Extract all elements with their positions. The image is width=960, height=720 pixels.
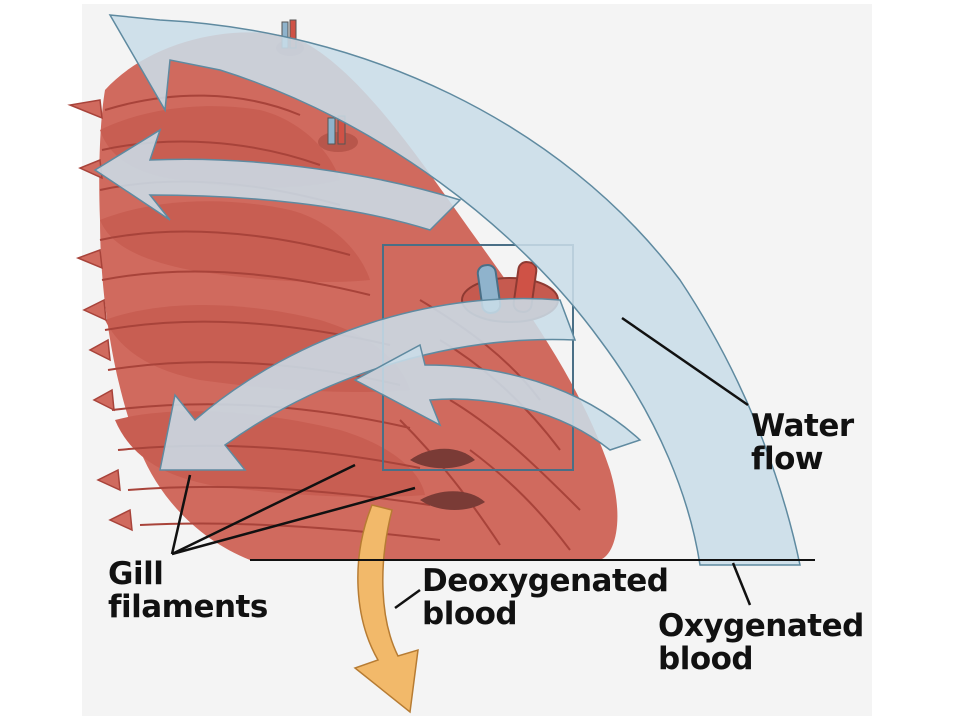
water-arrow-upper xyxy=(93,128,462,231)
label-oxygenated-blood-line1: Oxygenated xyxy=(658,608,864,644)
water-arrow-cross-section xyxy=(353,343,642,451)
leader-water-flow xyxy=(621,316,749,407)
leader-oxygenated xyxy=(731,562,752,606)
label-water-flow-line1: Water xyxy=(751,408,854,444)
label-deoxygenated-blood-line1: Deoxygenated xyxy=(422,563,669,599)
leader-gill-2 xyxy=(171,463,356,556)
label-oxygenated-blood-line2: blood xyxy=(658,641,754,677)
leader-gill-1 xyxy=(170,474,192,555)
label-water-flow: Water flow xyxy=(751,410,854,476)
water-arrow-main-arc xyxy=(108,14,801,566)
label-gill-filaments: Gill filaments xyxy=(108,558,268,624)
label-deoxygenated-blood: Deoxygenated blood xyxy=(422,565,669,631)
water-arrow-middle xyxy=(159,297,577,471)
vessel-opening-bottom xyxy=(420,491,485,510)
leader-gill-3 xyxy=(171,486,416,556)
label-oxygenated-blood: Oxygenated blood xyxy=(658,610,864,676)
label-gill-filaments-line2: filaments xyxy=(108,589,268,625)
leader-deoxygenated xyxy=(394,588,421,610)
deoxygenated-blood-arrow xyxy=(353,504,419,714)
vessel-opening-top xyxy=(410,448,475,469)
label-water-flow-line2: flow xyxy=(751,441,824,477)
label-gill-filaments-line1: Gill xyxy=(108,556,164,592)
leader-lines xyxy=(170,316,752,610)
water-flow-arrows xyxy=(93,14,801,566)
label-deoxygenated-blood-line2: blood xyxy=(422,596,518,632)
